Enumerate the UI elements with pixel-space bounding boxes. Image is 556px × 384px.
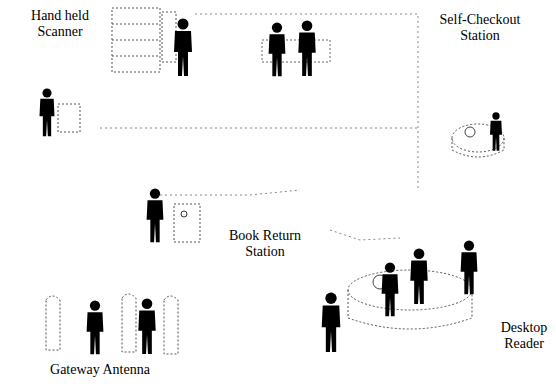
station-label: Gateway Antenna xyxy=(30,362,170,378)
person xyxy=(410,248,427,304)
self-checkout-desk xyxy=(452,112,504,157)
person xyxy=(490,112,502,150)
person xyxy=(322,293,341,352)
station-label: Hand held Scanner xyxy=(22,8,98,40)
person xyxy=(147,188,164,242)
person xyxy=(298,20,315,76)
station-label: Desktop Reader xyxy=(492,320,556,352)
person xyxy=(382,262,399,316)
checkout-group xyxy=(262,20,330,76)
shelf-scanner xyxy=(112,8,192,76)
person xyxy=(40,88,55,136)
person xyxy=(174,19,192,77)
person xyxy=(269,22,286,76)
scanner-station xyxy=(40,88,81,136)
desktop-reader xyxy=(322,240,478,351)
person xyxy=(461,240,478,294)
gateway-antenna xyxy=(46,294,178,354)
book-return xyxy=(147,188,200,242)
station-label: Self-Checkout Station xyxy=(430,12,530,44)
person xyxy=(138,298,155,354)
station-label: Book Return Station xyxy=(220,228,310,260)
person xyxy=(87,300,104,354)
